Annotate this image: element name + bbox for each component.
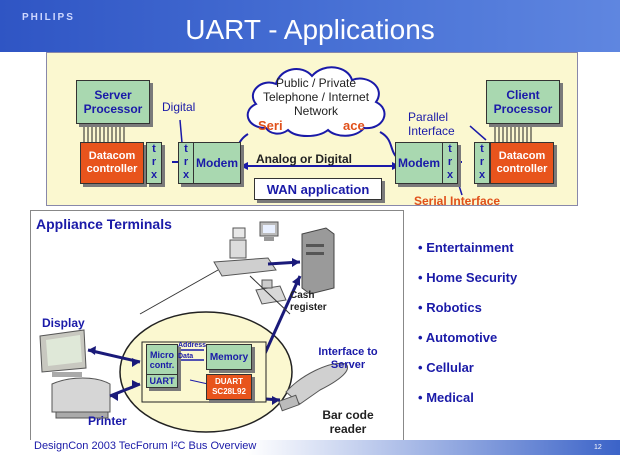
trx-x: x [150, 169, 158, 181]
bullet-marker: • [418, 270, 423, 285]
serial-interface-label: Serial Interface [414, 194, 501, 208]
trx-t: t [480, 143, 484, 155]
trx-r: r [151, 156, 157, 168]
bullet-marker: • [418, 240, 423, 255]
bullet-text: Robotics [426, 300, 482, 315]
footer-band [0, 440, 620, 455]
pos-terminal-icon [213, 227, 277, 277]
trx-left-a: t r x [146, 142, 162, 184]
network-cloud [246, 66, 386, 137]
server-processor-box: Server Processor [76, 80, 150, 124]
micro-controller-box: Micro contr. [146, 344, 178, 376]
logo: PHILIPS [22, 12, 75, 23]
bar-code-reader-label: Bar code reader [322, 408, 374, 436]
trx-x: x [478, 169, 486, 181]
duart-label: DUART SC28L92 [212, 377, 246, 396]
uart-box: UART [146, 374, 178, 388]
cash-register-icon [255, 279, 287, 305]
trx-r: r [183, 156, 189, 168]
printer-label: Printer [88, 414, 127, 428]
datacom-right-label: Datacom controller [496, 150, 548, 175]
modem-left-label: Modem [196, 156, 238, 170]
trx-t: t [184, 143, 188, 155]
memory-box: Memory [206, 344, 252, 370]
footer-text: DesignCon 2003 TecForum I²C Bus Overview [34, 440, 257, 452]
modem-right-label: Modem [398, 156, 440, 170]
serial-interface-right-fragment: ace [343, 118, 365, 133]
printer-icon [51, 377, 111, 419]
bullet-text: Cellular [426, 360, 474, 375]
bullet-text: Home Security [426, 270, 518, 285]
datacom-left-label: Datacom controller [86, 150, 138, 175]
digital-label: Digital [162, 100, 196, 114]
duart-box: DUART SC28L92 [206, 374, 252, 400]
cloud-label: Public / Private Telephone / Internet Ne… [262, 76, 370, 118]
datacom-controller-right: Datacom controller [490, 142, 554, 184]
analog-or-digital-label: Analog or Digital [256, 152, 352, 166]
bullet-text: Automotive [425, 330, 498, 345]
datacom-controller-left: Datacom controller [80, 142, 144, 184]
trx-x: x [446, 169, 454, 181]
bullet-item: • Automotive [418, 330, 497, 345]
server-tower-icon [301, 227, 335, 295]
trx-t: t [448, 143, 452, 155]
small-monitor-icon [259, 221, 279, 241]
bullet-text: Medical [426, 390, 474, 405]
barcode-reader-icon [278, 362, 348, 412]
page-number: 12 [594, 444, 602, 451]
bullet-item: • Cellular [418, 360, 474, 375]
bullet-marker: • [418, 300, 423, 315]
trx-r: r [479, 156, 485, 168]
interface-to-server-label: Interface to Server [318, 346, 378, 371]
appliance-title: Appliance Terminals [36, 216, 172, 232]
bullet-marker: • [418, 330, 423, 345]
page-title: UART - Applications [185, 14, 435, 45]
bullet-item: • Home Security [418, 270, 517, 285]
memory-label: Memory [209, 351, 249, 363]
client-processor-label: Client Processor [493, 88, 553, 116]
display-icon [39, 329, 87, 377]
header-band [0, 0, 620, 52]
bullet-marker: • [418, 390, 423, 405]
bullet-item: • Robotics [418, 300, 482, 315]
trx-right-b: t r x [474, 142, 490, 184]
modem-left: Modem [193, 142, 241, 184]
address-label: Address [178, 342, 207, 349]
parallel-interface-label: Parallel Interface [408, 110, 455, 138]
data-label: Data [178, 353, 194, 360]
server-processor-label: Server Processor [83, 88, 143, 116]
bullet-item: • Entertainment [418, 240, 514, 255]
serial-interface-left-fragment: Seri [258, 118, 283, 133]
micro-label: Micro contr. [149, 350, 175, 370]
bullet-item: • Medical [418, 390, 474, 405]
trx-right-a: t r x [442, 142, 458, 184]
cash-register-label: Cash register [290, 290, 327, 313]
trx-r: r [447, 156, 453, 168]
trx-x: x [182, 169, 190, 181]
client-processor-box: Client Processor [486, 80, 560, 124]
wan-application-label: WAN application [266, 181, 370, 197]
display-label: Display [42, 316, 85, 330]
uart-label: UART [149, 376, 175, 386]
wan-application-box: WAN application [254, 178, 382, 200]
bullet-text: Entertainment [426, 240, 514, 255]
bullet-marker: • [418, 360, 423, 375]
trx-t: t [152, 143, 156, 155]
